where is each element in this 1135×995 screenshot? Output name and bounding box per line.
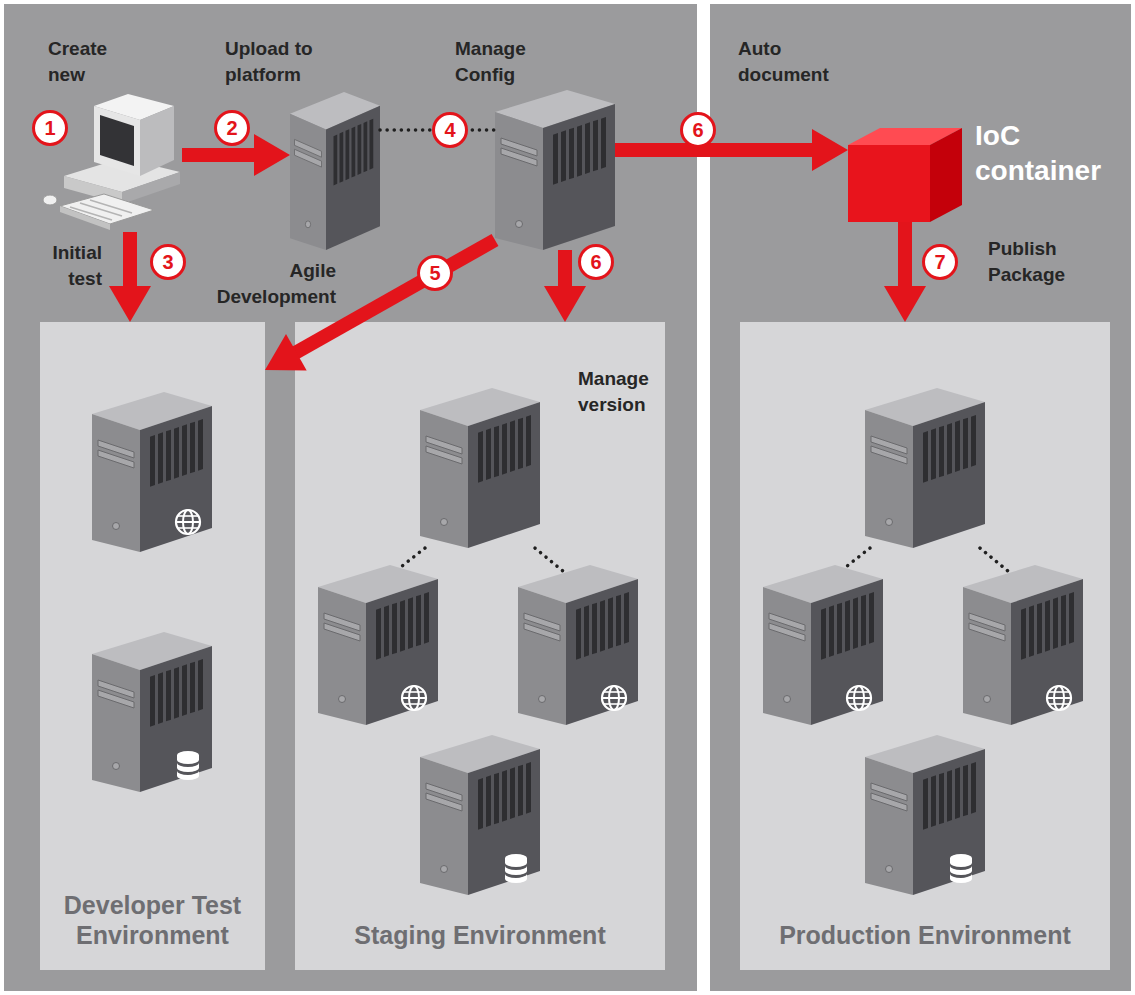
environment-title: Developer Test Environment xyxy=(52,890,253,950)
flow-arrow xyxy=(615,129,848,171)
text-holder: Upload to platform xyxy=(225,36,325,87)
callout-holder: 3 xyxy=(150,244,186,280)
arrow-shaft xyxy=(558,250,572,290)
callout-holder: 7 xyxy=(922,244,958,280)
database-icon xyxy=(177,751,199,780)
database-server xyxy=(92,632,212,792)
environment-title: Production Environment xyxy=(779,920,1071,950)
text-holder: Create new xyxy=(48,36,128,87)
database-icon xyxy=(505,854,527,883)
server xyxy=(865,388,985,548)
arrow-head xyxy=(884,286,926,322)
web-server xyxy=(92,392,212,552)
arrow-head xyxy=(544,286,586,322)
text-holder: Agile Development xyxy=(211,258,336,309)
arrow-head xyxy=(265,334,307,371)
globe-icon xyxy=(847,686,871,710)
step-label: Manage Config xyxy=(455,36,555,87)
step-label: Create new xyxy=(48,36,128,87)
label-holder: Publish Package xyxy=(988,236,1088,287)
callout-holder: 4 xyxy=(432,112,468,148)
text-holder: Production Environment xyxy=(779,920,1071,950)
web-server xyxy=(518,565,638,725)
database-server xyxy=(865,735,985,895)
arrow-shaft xyxy=(123,232,137,290)
callout-number: 5 xyxy=(417,255,453,291)
label-holder: Manage version xyxy=(578,366,668,417)
arrow-head xyxy=(109,286,151,322)
key-row xyxy=(90,200,132,213)
database-server xyxy=(420,735,540,895)
step-label: Initial test xyxy=(40,240,102,291)
arrow-shaft xyxy=(293,240,495,354)
callout-number: 6 xyxy=(680,112,716,148)
callout-number: 7 xyxy=(922,244,958,280)
arrow-head xyxy=(812,129,848,171)
arrow-head xyxy=(254,134,290,176)
keyboard xyxy=(60,194,154,224)
step-label: IoC container xyxy=(975,118,1115,188)
flow-arrow xyxy=(109,232,151,322)
server xyxy=(495,90,615,250)
left-panel xyxy=(4,4,697,991)
ioc-cube xyxy=(848,128,962,222)
server xyxy=(420,388,540,548)
monitor xyxy=(94,106,140,176)
text-holder: Developer Test Environment xyxy=(52,890,253,950)
callout-holder: 6 xyxy=(578,244,614,280)
database-icon xyxy=(950,854,972,883)
callout-number: 6 xyxy=(578,244,614,280)
web-server xyxy=(963,565,1083,725)
label-holder: Initial test xyxy=(40,240,102,291)
callout-holder: 6 xyxy=(680,112,716,148)
callout-number: 2 xyxy=(214,110,250,146)
arrow-shaft xyxy=(182,148,258,162)
key-row xyxy=(70,207,112,220)
cube-front xyxy=(848,145,930,222)
globe-icon xyxy=(176,510,200,534)
mouse xyxy=(43,195,57,205)
globe-icon xyxy=(1047,686,1071,710)
web-server xyxy=(318,565,438,725)
flow-arrow xyxy=(265,240,495,371)
step-label: Auto document xyxy=(738,36,858,87)
arrow-shaft xyxy=(615,143,816,157)
callout-number: 3 xyxy=(150,244,186,280)
globe-icon xyxy=(402,686,426,710)
step-label: Publish Package xyxy=(988,236,1088,287)
label-holder: 1 xyxy=(32,110,68,146)
flow-arrow xyxy=(884,222,926,322)
server xyxy=(290,92,380,250)
callout-number: 4 xyxy=(432,112,468,148)
step-label: Agile Development xyxy=(211,258,336,309)
arrow-shaft xyxy=(898,222,912,290)
step-label: Manage version xyxy=(578,366,668,417)
web-server xyxy=(763,565,883,725)
step-label: Upload to platform xyxy=(225,36,325,87)
callout-number: 1 xyxy=(32,110,68,146)
monitor xyxy=(140,106,174,176)
cube-side xyxy=(930,128,962,222)
label-holder: Auto document xyxy=(738,36,858,87)
desktop-computer xyxy=(43,94,180,230)
key-row xyxy=(80,203,122,216)
environment-title: Staging Environment xyxy=(354,920,605,950)
callout-holder: 5 xyxy=(417,255,453,291)
computer-base xyxy=(122,172,180,204)
text-holder: IoC container xyxy=(975,118,1115,188)
monitor-screen xyxy=(100,115,134,166)
text-holder: Staging Environment xyxy=(354,920,605,950)
globe-icon xyxy=(602,686,626,710)
callout-holder: 2 xyxy=(214,110,250,146)
text-holder: Manage Config xyxy=(455,36,555,87)
